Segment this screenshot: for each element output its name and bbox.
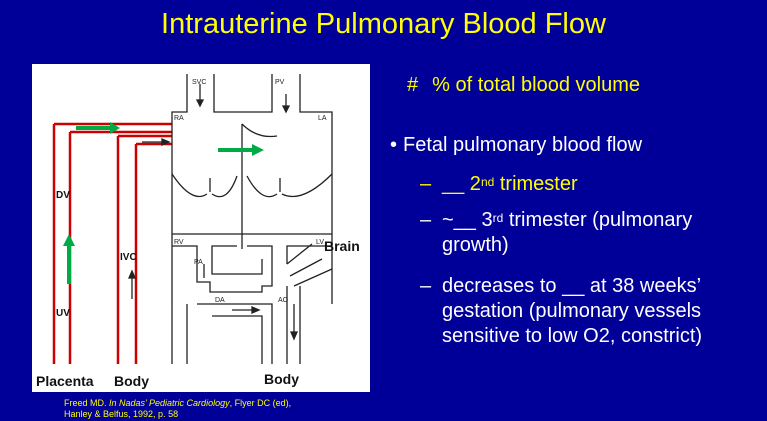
sub-text: ~__ 3rd trimester (pulmonary growth) (442, 208, 750, 258)
sub-dash: – (420, 173, 432, 195)
label-svc: SVC (192, 79, 206, 86)
sub-post: trimester (494, 173, 578, 195)
label-uv: UV (56, 308, 70, 319)
label-la: LA (318, 115, 327, 122)
label-lv: LV (316, 239, 324, 246)
sub-item-38-weeks: – decreases to __ at 38 weeks’ gestation… (420, 274, 750, 349)
ivc-up-arrowhead (128, 269, 136, 279)
citation-line-1: Freed MD. In Nadas’ Pediatric Cardiology… (64, 398, 291, 409)
sub-text: decreases to __ at 38 weeks’ gestation (… (442, 275, 703, 347)
da-arrowhead (251, 306, 261, 314)
green-arrowhead-uv (63, 234, 75, 246)
label-placenta: Placenta (36, 373, 94, 389)
svc-left-wall (171, 74, 188, 304)
sub-pre: ~__ 3 (442, 209, 493, 231)
volume-heading: # % of total blood volume (407, 74, 640, 97)
green-arrowhead-foramen (252, 144, 264, 156)
ivc-entry-arrowhead (161, 138, 171, 146)
citation-book: In Nadas’ Pediatric Cardiology (109, 398, 230, 408)
ductus-arteriosus (197, 303, 273, 364)
citation: Freed MD. In Nadas’ Pediatric Cardiology… (64, 398, 291, 420)
label-ivc: IVC (120, 252, 137, 263)
label-da: DA (215, 297, 225, 304)
label-pv: PV (275, 79, 285, 86)
label-pa: PA (194, 259, 203, 266)
pv-right-wall (299, 74, 333, 304)
fetal-circulation-diagram: SVC PV RA LA RV LV PA DA AO DV UV IVC Br… (32, 64, 370, 392)
heart-outline (171, 74, 333, 364)
circulation-svg: SVC PV RA LA RV LV PA DA AO DV UV IVC Br… (36, 74, 360, 389)
sub-dash: – (420, 275, 432, 297)
label-dv: DV (56, 190, 70, 201)
volume-heading-text: % of total blood volume (432, 74, 641, 96)
pulmonary-valve (172, 245, 237, 259)
tricuspid-valve (171, 173, 238, 198)
sub-dash: – (420, 209, 432, 231)
pa-inner (211, 259, 263, 275)
ao-arrowhead (290, 331, 298, 341)
citation-editor: , Flyer DC (ed), (229, 398, 292, 408)
sub-sup: rd (492, 211, 504, 225)
bullet-marker: • (390, 134, 398, 156)
aortic-valve (247, 245, 332, 264)
descending-aorta (286, 286, 301, 364)
label-body-left: Body (114, 373, 149, 389)
citation-line-2: Hanley & Belfus, 1992, p. 58 (64, 409, 179, 419)
svc-right-pv-left-wall (213, 74, 273, 113)
black-arrows (128, 84, 298, 341)
sub-item-3rd-trimester: – ~__ 3rd trimester (pulmonary growth) (420, 208, 750, 258)
foramen-flap (241, 123, 278, 138)
bullet-fetal-flow: •Fetal pulmonary blood flow (390, 134, 642, 157)
pulmonary-artery (196, 259, 273, 293)
label-body-bottom: Body (264, 371, 299, 387)
label-brain: Brain (324, 238, 360, 254)
green-arrows (63, 122, 264, 284)
sub-item-2nd-trimester: – __ 2nd trimester (420, 172, 750, 197)
svc-arrowhead (195, 99, 205, 108)
aortic-arch-branches (286, 243, 333, 287)
label-ra: RA (174, 115, 184, 122)
pv-arrowhead (281, 105, 291, 114)
label-rv: RV (174, 239, 184, 246)
green-arrowhead-top (110, 122, 120, 134)
mitral-valve (246, 173, 333, 198)
citation-author: Freed MD. (64, 398, 110, 408)
sub-sup: nd (480, 175, 495, 189)
label-ao: AO (278, 297, 289, 304)
slide-title: Intrauterine Pulmonary Blood Flow (161, 8, 606, 40)
sub-post: trimester (pulmonary growth) (442, 209, 693, 256)
hash-symbol: # (407, 74, 419, 96)
bullet-text: Fetal pulmonary blood flow (403, 134, 643, 156)
sub-text: __ 2nd trimester (442, 172, 750, 197)
sub-pre: __ 2 (442, 173, 481, 195)
